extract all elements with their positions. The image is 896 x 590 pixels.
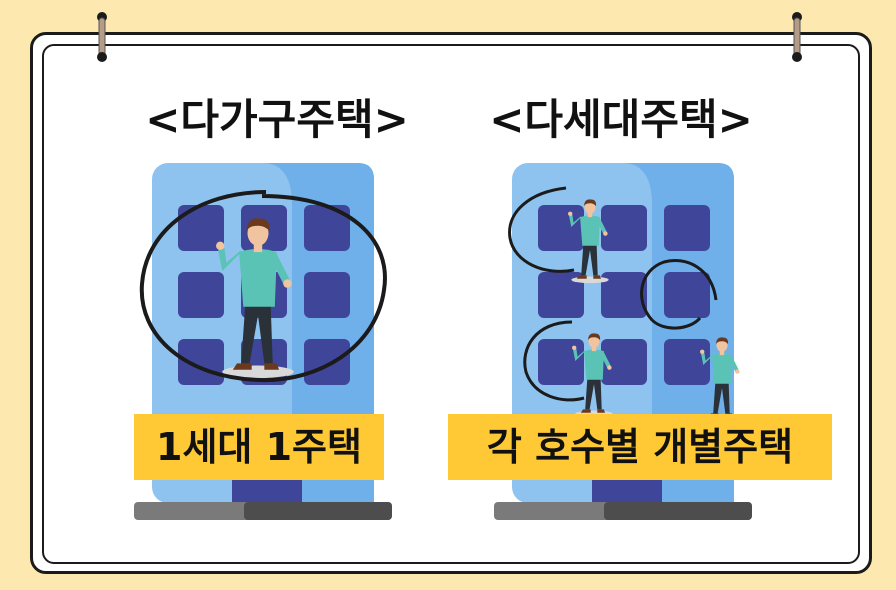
binder-hook-icon (792, 12, 802, 62)
circle-highlight-icon (523, 320, 585, 402)
title-multi-household-house: <다세대주택> (489, 95, 753, 144)
binder-hook-icon (97, 12, 107, 62)
caption-individual-units: 각 호수별 개별주택 (448, 414, 832, 480)
circle-highlight-icon (508, 186, 575, 273)
circle-highlight-icon (640, 259, 718, 330)
board-inner-frame (42, 44, 860, 564)
caption-one-household: 1세대 1주택 (134, 414, 384, 480)
circle-highlight-icon (139, 190, 387, 383)
title-multi-family-house: <다가구주택> (145, 95, 409, 144)
